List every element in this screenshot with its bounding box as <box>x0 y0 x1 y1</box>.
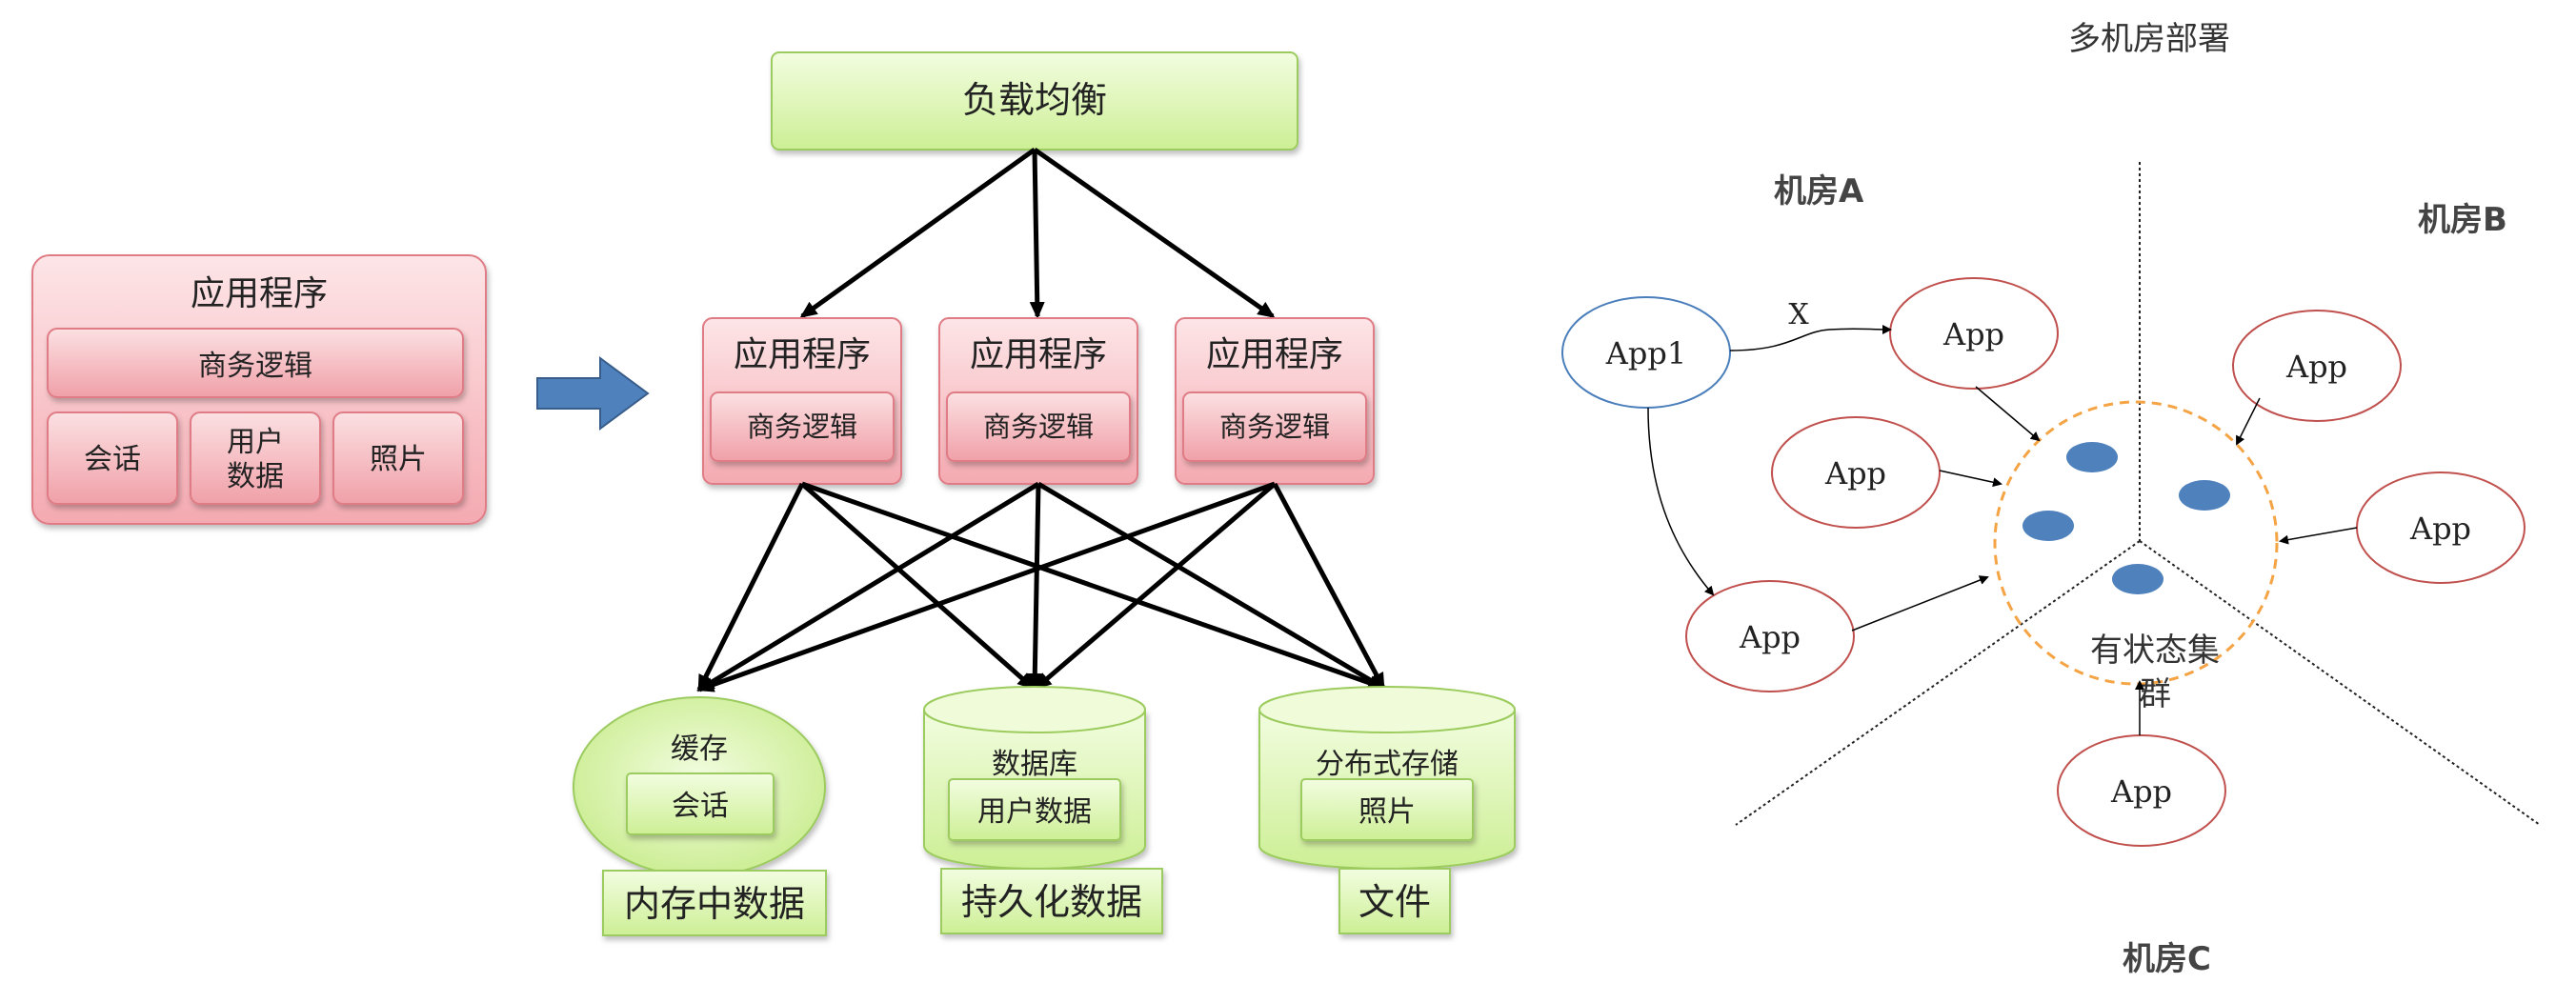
monolith-app-title: 应用程序 <box>191 274 328 313</box>
app-node-a-mid: App <box>1771 416 1941 529</box>
app-connectors <box>1647 324 2358 735</box>
distributed-storage-caption-label: 文件 <box>1358 881 1431 923</box>
app-instance-2: 应用程序 商务逻辑 <box>938 317 1138 485</box>
transform-arrow-icon <box>536 356 650 431</box>
lb-to-app-arrows <box>799 147 1276 319</box>
distributed-storage: 分布式存储 照片 <box>1258 686 1516 870</box>
room-c-label: 机房C <box>2123 940 2211 978</box>
cache-store: 缓存 会话 <box>573 696 826 877</box>
monolith-user-data-line1: 用户 <box>227 426 284 459</box>
distributed-storage-title: 分布式存储 <box>1316 748 1459 781</box>
database-caption-label: 持久化数据 <box>961 881 1142 923</box>
multi-room-title: 多机房部署 <box>2068 20 2230 58</box>
app-instance-3-logic-box <box>1182 391 1367 462</box>
database-user-data-box <box>948 778 1121 841</box>
cache-caption: 内存中数据 <box>602 870 827 936</box>
app-instance-2-logic-box <box>946 391 1131 462</box>
database-caption: 持久化数据 <box>940 868 1163 934</box>
app-instance-3-logic-label: 商务逻辑 <box>1219 411 1330 443</box>
monolith-business-logic-label: 商务逻辑 <box>198 350 312 383</box>
monolith-photo-box <box>332 411 464 505</box>
app-label: App <box>2110 773 2172 810</box>
app-node-b-bottom: App <box>2356 471 2526 584</box>
cache-title: 缓存 <box>671 732 728 766</box>
monolith-business-logic-box <box>47 328 464 398</box>
cluster-label-line2: 群 <box>2139 675 2171 713</box>
app-label: App <box>1824 455 1886 492</box>
app-label: App <box>1739 619 1801 655</box>
load-balancer: 负载均衡 <box>771 51 1298 150</box>
stateful-cluster: 有状态集 群 <box>1993 400 2279 713</box>
monolith-session-label: 会话 <box>84 443 141 476</box>
monolith-user-data-line2: 数据 <box>227 460 284 493</box>
app1-label: App1 <box>1605 335 1686 371</box>
distributed-storage-caption: 文件 <box>1338 868 1451 934</box>
app-instance-1-title: 应用程序 <box>734 335 871 374</box>
cluster-label-line1: 有状态集 <box>2090 632 2220 670</box>
app-instance-1: 应用程序 商务逻辑 <box>702 317 902 485</box>
room-a-label: 机房A <box>1774 172 1864 211</box>
cluster-node-dot <box>2112 564 2163 594</box>
app-instance-3: 应用程序 商务逻辑 <box>1175 317 1375 485</box>
blocked-connection-mark: X <box>1788 298 1809 331</box>
app-node-c: App <box>2057 734 2226 847</box>
cache-session-label: 会话 <box>672 790 729 823</box>
room-b-label: 机房B <box>2418 201 2507 239</box>
load-balancer-label: 负载均衡 <box>962 79 1107 121</box>
cluster-node-dot <box>2066 442 2118 472</box>
app-instance-2-logic-label: 商务逻辑 <box>983 411 1094 443</box>
database-user-data-label: 用户数据 <box>977 795 1092 829</box>
app-node-a-bottom: App <box>1685 580 1855 692</box>
cluster-node-dot <box>2023 511 2074 541</box>
app-node-b-top: App <box>2232 310 2402 422</box>
distributed-storage-photo-label: 照片 <box>1358 795 1416 829</box>
app-instance-3-title: 应用程序 <box>1206 335 1343 374</box>
app-label: App <box>2409 511 2471 547</box>
database-title: 数据库 <box>992 748 1077 781</box>
monolith-photo-label: 照片 <box>370 443 427 476</box>
app-instance-1-logic-box <box>710 391 895 462</box>
monolith-session-box <box>47 411 178 505</box>
app-instance-1-logic-label: 商务逻辑 <box>747 411 857 443</box>
database-store: 数据库 用户数据 <box>923 686 1146 870</box>
app-label: App <box>2285 349 2347 385</box>
monolith-app-box: 应用程序 商务逻辑 会话 用户 数据 照片 <box>31 254 487 525</box>
cache-session-box <box>626 772 775 835</box>
app-instance-2-title: 应用程序 <box>970 335 1107 374</box>
app-to-storage-arrows <box>696 481 1386 692</box>
distributed-storage-photo-box <box>1300 778 1474 841</box>
app-node-a-top: App <box>1889 277 2059 390</box>
cluster-node-dot <box>2179 480 2230 511</box>
app1-node: App1 <box>1561 296 1731 409</box>
app-label: App <box>1942 316 2004 352</box>
room-partition-lines <box>1735 162 2541 826</box>
monolith-user-data-box <box>190 411 321 505</box>
cache-caption-label: 内存中数据 <box>624 883 805 925</box>
